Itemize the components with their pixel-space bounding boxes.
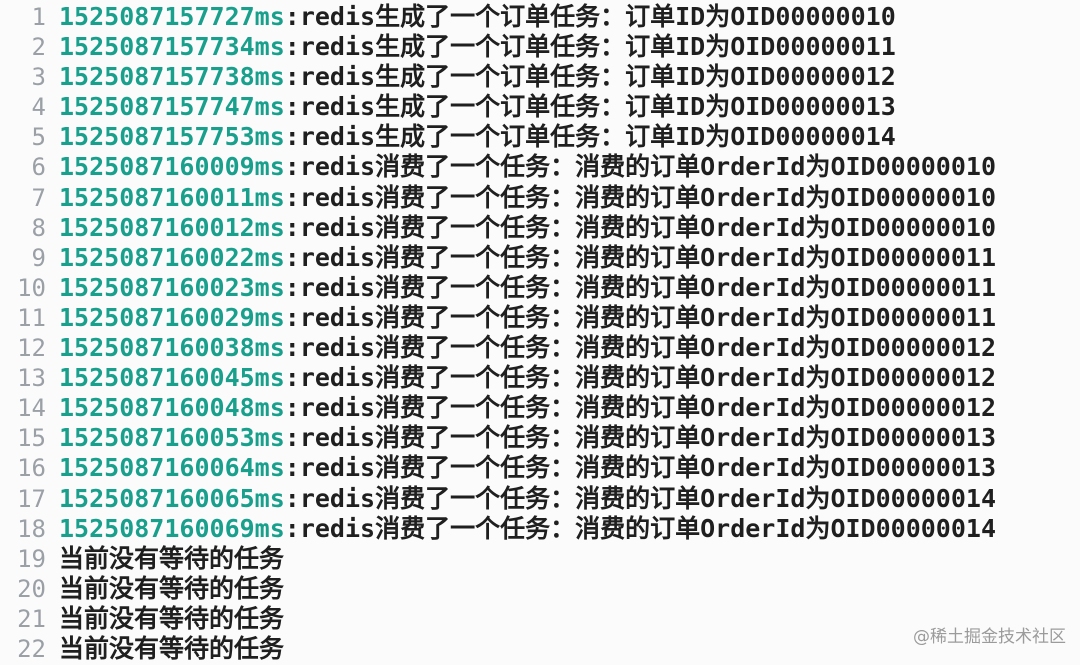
log-timestamp: 1525087160053ms: [59, 423, 285, 453]
log-message: :redis生成了一个订单任务：订单ID为OID00000010: [284, 2, 896, 31]
log-timestamp: 1525087160048ms: [59, 393, 285, 423]
log-message: :redis消费了一个任务：消费的订单OrderId为OID00000013: [284, 423, 997, 453]
log-line: 11 1525087160029ms:redis消费了一个任务：消费的订单Orde…: [0, 303, 1080, 333]
log-message: :redis生成了一个订单任务：订单ID为OID00000014: [284, 122, 896, 152]
log-line: 6 1525087160009ms:redis消费了一个任务：消费的订单Order…: [0, 152, 1080, 182]
line-number: 4: [31, 93, 46, 122]
log-message: :redis消费了一个任务：消费的订单OrderId为OID00000012: [284, 363, 997, 393]
log-line: 22 当前没有等待的任务: [0, 634, 1080, 664]
log-line: 18 1525087160069ms:redis消费了一个任务：消费的订单Orde…: [0, 514, 1080, 544]
line-number: 13: [17, 364, 46, 393]
log-line: 15 1525087160053ms:redis消费了一个任务：消费的订单Orde…: [0, 423, 1080, 453]
log-message: 当前没有等待的任务: [59, 633, 285, 663]
log-line: 19 当前没有等待的任务: [0, 544, 1080, 574]
log-timestamp: 1525087160012ms: [59, 212, 285, 242]
log-timestamp: 1525087160065ms: [59, 483, 285, 513]
log-line: 13 1525087160045ms:redis消费了一个任务：消费的订单Orde…: [0, 363, 1080, 393]
log-line: 17 1525087160065ms:redis消费了一个任务：消费的订单Orde…: [0, 484, 1080, 514]
log-message: 当前没有等待的任务: [59, 603, 285, 633]
log-timestamp: 1525087160011ms: [59, 182, 285, 212]
line-number: 5: [31, 123, 46, 152]
log-timestamp: 1525087157738ms: [59, 62, 285, 92]
line-number: 3: [31, 63, 46, 92]
line-number: 1: [31, 3, 46, 31]
log-message: :redis消费了一个任务：消费的订单OrderId为OID00000010: [284, 152, 997, 182]
log-line: 1 1525087157727ms:redis生成了一个订单任务：订单ID为OID…: [0, 2, 1080, 32]
log-line: 9 1525087160022ms:redis消费了一个任务：消费的订单Order…: [0, 243, 1080, 273]
log-message: :redis消费了一个任务：消费的订单OrderId为OID00000013: [284, 453, 997, 483]
line-number: 17: [17, 484, 46, 513]
line-number: 18: [17, 514, 46, 543]
line-number: 16: [17, 454, 46, 483]
log-timestamp: 1525087160029ms: [59, 302, 285, 332]
log-line: 3 1525087157738ms:redis生成了一个订单任务：订单ID为OID…: [0, 62, 1080, 92]
log-timestamp: 1525087157734ms: [59, 32, 285, 62]
line-number: 8: [31, 213, 46, 242]
line-number: 9: [31, 243, 46, 272]
log-timestamp: 1525087160064ms: [59, 453, 285, 483]
log-line: 10 1525087160023ms:redis消费了一个任务：消费的订单Orde…: [0, 273, 1080, 303]
line-number: 19: [17, 544, 46, 573]
log-message: :redis生成了一个订单任务：订单ID为OID00000011: [284, 32, 896, 62]
log-message: :redis消费了一个任务：消费的订单OrderId为OID00000014: [284, 483, 997, 513]
line-number: 22: [17, 634, 46, 663]
watermark: @稀土掘金技术社区: [913, 627, 1066, 647]
log-message: :redis消费了一个任务：消费的订单OrderId为OID00000014: [284, 513, 997, 543]
log-line: 20 当前没有等待的任务: [0, 574, 1080, 604]
line-number: 10: [17, 273, 46, 302]
log-line: 21 当前没有等待的任务: [0, 604, 1080, 634]
line-number: 2: [31, 33, 46, 62]
log-timestamp: 1525087157753ms: [59, 122, 285, 152]
line-number: 14: [17, 394, 46, 423]
log-line: 4 1525087157747ms:redis生成了一个订单任务：订单ID为OID…: [0, 92, 1080, 122]
log-timestamp: 1525087160038ms: [59, 333, 285, 363]
line-number: 6: [31, 153, 46, 182]
log-timestamp: 1525087160069ms: [59, 513, 285, 543]
log-message: :redis消费了一个任务：消费的订单OrderId为OID00000010: [284, 212, 997, 242]
log-message: 当前没有等待的任务: [59, 543, 285, 573]
log-line: 7 1525087160011ms:redis消费了一个任务：消费的订单Order…: [0, 183, 1080, 213]
log-timestamp: 1525087157747ms: [59, 92, 285, 122]
log-line: 16 1525087160064ms:redis消费了一个任务：消费的订单Orde…: [0, 453, 1080, 483]
log-message: :redis消费了一个任务：消费的订单OrderId为OID00000011: [284, 272, 997, 302]
line-number: 20: [17, 574, 46, 603]
line-number: 12: [17, 334, 46, 363]
log-message: 当前没有等待的任务: [59, 573, 285, 603]
line-number: 21: [17, 604, 46, 633]
log-message: :redis消费了一个任务：消费的订单OrderId为OID00000012: [284, 333, 997, 363]
log-message: :redis消费了一个任务：消费的订单OrderId为OID00000011: [284, 242, 997, 272]
log-line: 2 1525087157734ms:redis生成了一个订单任务：订单ID为OID…: [0, 32, 1080, 62]
log-line: 5 1525087157753ms:redis生成了一个订单任务：订单ID为OID…: [0, 122, 1080, 152]
log-line: 14 1525087160048ms:redis消费了一个任务：消费的订单Orde…: [0, 393, 1080, 423]
log-message: :redis生成了一个订单任务：订单ID为OID00000012: [284, 62, 896, 92]
line-number: 7: [31, 183, 46, 212]
log-timestamp: 1525087160022ms: [59, 242, 285, 272]
log-line: 8 1525087160012ms:redis消费了一个任务：消费的订单Order…: [0, 213, 1080, 243]
log-message: :redis消费了一个任务：消费的订单OrderId为OID00000010: [284, 182, 997, 212]
log-timestamp: 1525087160009ms: [59, 152, 285, 182]
log-message: :redis消费了一个任务：消费的订单OrderId为OID00000011: [284, 302, 997, 332]
line-number: 11: [17, 303, 46, 332]
log-message: :redis消费了一个任务：消费的订单OrderId为OID00000012: [284, 393, 997, 423]
log-line: 12 1525087160038ms:redis消费了一个任务：消费的订单Orde…: [0, 333, 1080, 363]
line-number: 15: [17, 424, 46, 453]
log-timestamp: 1525087157727ms: [59, 2, 285, 31]
log-message: :redis生成了一个订单任务：订单ID为OID00000013: [284, 92, 896, 122]
log-timestamp: 1525087160045ms: [59, 363, 285, 393]
log-timestamp: 1525087160023ms: [59, 272, 285, 302]
